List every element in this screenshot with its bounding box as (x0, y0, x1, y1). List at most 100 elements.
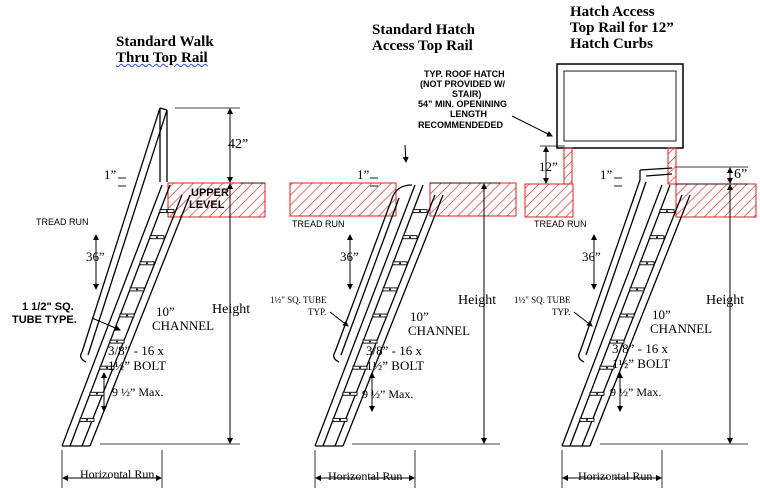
panel1-handrail-top (159, 107, 168, 111)
panel3-bolt-6 (636, 288, 638, 291)
panel2-bolt-5 (379, 314, 381, 317)
panel3-stringer-back (581, 194, 683, 447)
panel3-bolt-8 (656, 236, 658, 239)
panel2-tube-line2: TYP. (308, 307, 327, 317)
panel1-tube-leader (91, 317, 121, 331)
panel3-horizontal-run: Horizontal Run (578, 469, 653, 483)
panel1-stringer-front (61, 184, 163, 447)
panel2-horizontal-run: Horizontal Run (328, 469, 403, 483)
panel3-stringer-back-inner (589, 194, 691, 447)
panel1-tread-run: TREAD RUN (36, 217, 89, 227)
panel3-bolt-3 (606, 366, 608, 369)
panel1-handrail-inner (87, 109, 168, 356)
panel1-handrail-outer (81, 107, 161, 353)
panel2-bolt-4 (369, 340, 371, 343)
panel1-bolt-8 (156, 236, 158, 239)
panel2-handrail-bend (333, 351, 340, 363)
panel3-dim-1in: 1” (600, 167, 613, 182)
panel2-note-2: (NOT PROVIDED W/ (420, 79, 505, 89)
panel2-note-6: RECOMMENDEDED (418, 120, 504, 130)
panel1-dim-1in: 1” (104, 167, 117, 182)
panel1-title-line2: Thru Top Rail (116, 50, 208, 66)
panel2-stringer-back (334, 194, 436, 447)
panel2-slab-left (289, 182, 397, 217)
panel1-bolt-4 (116, 340, 118, 343)
panel1-max: 9 ½” Max. (112, 385, 164, 399)
panel3-stringer-front (561, 184, 663, 447)
panel1-upper-level-2: LEVEL (189, 199, 225, 211)
panel3-title-line3: Hatch Curbs (570, 36, 653, 52)
panel1-horizontal-run: Horizontal Run (80, 467, 155, 481)
panel2-slab-right (429, 182, 517, 217)
panel2-channel-2: CHANNEL (408, 323, 471, 338)
panel2-tube-line1: 1½" SQ. TUBE (270, 295, 327, 305)
panel1-channel-2: CHANNEL (152, 318, 215, 333)
panel1-bolt-5 (126, 314, 128, 317)
panel2-bolt-2 (349, 392, 351, 395)
panel3-tube-leader (573, 311, 593, 327)
panel2-note-5: LENGTH (450, 109, 487, 119)
panel3-tread-run: TREAD RUN (534, 219, 587, 229)
panel2-title-line2: Access Top Rail (372, 38, 473, 54)
panel3-bolt-7 (646, 262, 648, 265)
panel2-bolt-3 (359, 366, 361, 369)
panel3-handrail-inner (585, 181, 647, 356)
panel2-bolt-7 (399, 262, 401, 265)
panel3-dim-12: 12” (539, 159, 558, 174)
panel3-tube-line2: TYP. (552, 307, 571, 317)
panel2-note-1: TYP. ROOF HATCH (424, 69, 505, 79)
panel1-tube-line2: TUBE TYPE. (12, 314, 77, 326)
panel1-upper-level-1: UPPER (191, 187, 229, 199)
panel3-bolt-2: 1½” BOLT (612, 356, 671, 371)
panel3-height: Height (706, 293, 745, 308)
panel3-handrail-bend (578, 351, 585, 363)
panel1-bolt-7 (146, 262, 148, 265)
panel1-bolt-9 (166, 210, 168, 213)
panel2-bolt-6 (389, 288, 391, 291)
panel3-channel-2: CHANNEL (650, 321, 713, 336)
panel2-dim-36: 36” (340, 249, 359, 264)
panel1-bolt-1: 3/8” - 16 x (108, 343, 164, 358)
panel3-title-line2: Top Rail for 12” (570, 20, 674, 36)
panel2-height: Height (458, 293, 497, 308)
panel2-max: 9 ½” Max. (362, 387, 414, 401)
panel3-dim-6: 6” (734, 167, 748, 182)
panel3-channel-1: 10” (652, 307, 671, 322)
panel1-stringer-back (81, 194, 183, 447)
panel1-tube-line1: 1 1/2" SQ. (22, 301, 74, 313)
panel3-hatch-arrow (511, 115, 553, 137)
panel1-bolt-2: 1½” BOLT (108, 358, 167, 373)
panel3-roof-hatch-outer (556, 63, 684, 149)
panel2-tube-leader (329, 311, 349, 327)
panel2-note-4: 54” MIN. OPENINING (418, 99, 508, 109)
panel3-top-rail-2 (645, 173, 673, 177)
panel3-bolt-1 (586, 418, 588, 421)
panel2-title-line1: Standard Hatch (372, 22, 475, 38)
panel3-bolt-2 (596, 392, 598, 395)
panel3-curb-right (667, 147, 677, 185)
panel2-bolt-1: 3/8” - 16 x (366, 343, 422, 358)
panel3-bolt-5 (626, 314, 628, 317)
panel1-dim-36: 36” (86, 249, 105, 264)
panel1-dim-42: 42” (228, 137, 249, 152)
panel1-bolt-2 (96, 392, 98, 395)
panel3-dim-36: 36” (582, 249, 601, 264)
panel3-title-line1: Hatch Access (570, 4, 655, 20)
panel2-bolt-1 (339, 418, 341, 421)
panel1-title-line1: Standard Walk (116, 34, 214, 50)
panel3-bolt-9 (666, 210, 668, 213)
panel1-bolt-3 (106, 366, 108, 369)
panel2-stringer-front (314, 184, 416, 447)
panel3-curb-left (563, 147, 573, 185)
panel2-bolt-2: 1½” BOLT (366, 358, 425, 373)
panel2-handrail-top (392, 184, 413, 197)
panel3-tube-line1: 1½" SQ. TUBE (514, 295, 571, 305)
panel1-handrail-bend (80, 351, 87, 363)
panel2-note-3: STAIR) (452, 89, 482, 99)
panel1-stringer-back-inner (89, 194, 191, 447)
panel1-bolt-1 (86, 418, 88, 421)
panel1-bolt-6 (136, 288, 138, 291)
panel2-channel-1: 10” (410, 309, 429, 324)
panel3-top-rail (639, 167, 673, 171)
